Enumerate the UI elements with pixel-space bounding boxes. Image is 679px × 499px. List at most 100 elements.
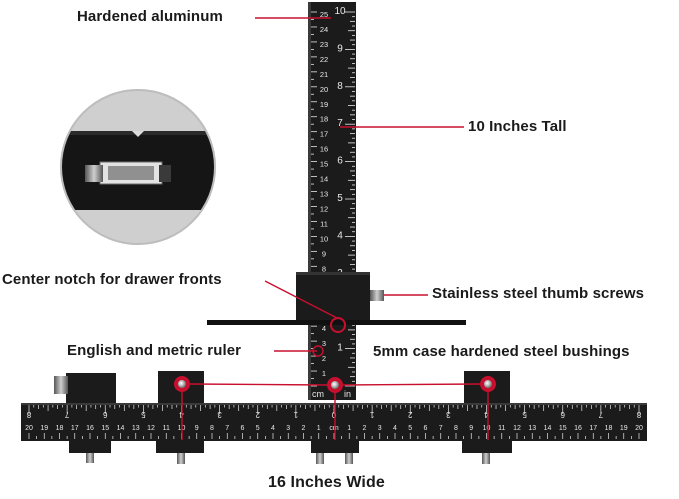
horizontal-inch-label: 6 (102, 410, 107, 419)
vertical-metric-label: 4 (322, 324, 326, 333)
horizontal-inch-label: 4 (484, 410, 489, 419)
vertical-metric-label: 16 (320, 145, 328, 154)
horizontal-metric-label: 11 (498, 425, 505, 432)
callout-ten-inches-tall: 10 Inches Tall (468, 118, 567, 135)
thumb-screw-icon[interactable] (316, 453, 324, 464)
horizontal-metric-label: 16 (574, 425, 582, 432)
vertical-metric-label: 11 (320, 219, 328, 228)
vertical-metric-label: 13 (320, 190, 328, 199)
callout-hardened-aluminum: Hardened aluminum (77, 8, 223, 25)
horizontal-inch-label: 2 (407, 410, 412, 419)
horizontal-metric-label: 12 (147, 425, 155, 432)
callout-english-metric-ruler: English and metric ruler (67, 342, 242, 359)
horizontal-inch-label: 1 (293, 410, 298, 419)
horizontal-metric-label: 18 (605, 425, 613, 432)
vertical-metric-label: 23 (320, 40, 328, 49)
horizontal-metric-label: cm (329, 425, 339, 432)
vertical-inch-label: 9 (337, 43, 343, 54)
horizontal-metric-label: 20 (635, 425, 643, 432)
thumb-screw-icon[interactable] (482, 453, 490, 464)
horizontal-metric-label: 14 (117, 425, 125, 432)
horizontal-metric-label: 2 (302, 425, 306, 432)
steel-bushing-icon (327, 377, 343, 393)
horizontal-metric-label: 19 (40, 425, 48, 432)
vertical-inch-label: 5 (337, 193, 343, 204)
horizontal-metric-label: 17 (71, 425, 79, 432)
thumb-screw-icon[interactable] (86, 453, 94, 463)
horizontal-metric-label: 15 (559, 425, 567, 432)
callout-steel-bushings: 5mm case hardened steel bushings (373, 343, 630, 360)
callout-lines (181, 17, 489, 440)
horizontal-metric-label: 7 (225, 425, 229, 432)
vertical-metric-label: 2 (322, 354, 326, 363)
vertical-metric-label: 24 (320, 25, 328, 34)
horizontal-inch-label: 0 (331, 410, 336, 419)
horizontal-inch-label: 6 (560, 410, 565, 419)
horizontal-metric-label: 19 (620, 425, 628, 432)
center-notch-marker (330, 317, 346, 333)
vertical-unit-in: in (344, 389, 351, 399)
vertical-metric-label: 22 (320, 55, 328, 64)
horizontal-metric-label: 12 (513, 425, 521, 432)
vertical-metric-label: 25 (320, 10, 328, 19)
horizontal-metric-label: 8 (210, 425, 214, 432)
center-slide-block (207, 272, 466, 333)
vertical-metric-label: 18 (320, 115, 328, 124)
vertical-metric-label: 12 (320, 204, 328, 213)
vertical-metric-label: 1 (322, 369, 326, 378)
horizontal-inch-label: 7 (64, 410, 69, 419)
horizontal-inch-label: 8 (636, 410, 641, 419)
vertical-metric-label: 9 (322, 249, 326, 258)
callout-sixteen-inches-wide: 16 Inches Wide (268, 474, 385, 491)
horizontal-metric-label: 3 (286, 425, 290, 432)
horizontal-inch-label: 1 (369, 410, 374, 419)
horizontal-metric-label: 17 (589, 425, 597, 432)
vertical-metric-label: 8 (322, 264, 326, 273)
vertical-inch-label: 6 (337, 156, 343, 167)
vertical-metric-label: 20 (320, 85, 328, 94)
vertical-ruler: 2524232221201918171615141312111098765432… (308, 2, 356, 400)
horizontal-metric-label: 11 (163, 425, 170, 432)
vertical-metric-label: 3 (322, 339, 326, 348)
horizontal-inch-label: 4 (179, 410, 184, 419)
horizontal-metric-label: 16 (86, 425, 94, 432)
end-stop-left (54, 373, 116, 463)
thumb-screw-icon[interactable] (54, 376, 68, 394)
horizontal-inch-label: 3 (446, 410, 451, 419)
vertical-metric-label: 17 (320, 130, 328, 139)
horizontal-inch-label: 5 (522, 410, 527, 419)
horizontal-inch-label: 2 (255, 410, 260, 419)
horizontal-metric-label: 5 (408, 425, 412, 432)
thumb-screw-icon[interactable] (177, 453, 185, 464)
horizontal-metric-label: 9 (195, 425, 199, 432)
steel-bushing-icon (174, 376, 190, 392)
horizontal-metric-label: 5 (256, 425, 260, 432)
horizontal-inch-label: 7 (598, 410, 603, 419)
horizontal-metric-label: 20 (25, 425, 33, 432)
zoom-inset (60, 89, 216, 245)
horizontal-metric-label: 15 (101, 425, 109, 432)
horizontal-metric-label: 4 (393, 425, 397, 432)
horizontal-metric-label: 9 (469, 425, 473, 432)
bushing-block-left (156, 371, 204, 464)
vertical-inch-label: 7 (337, 118, 343, 129)
vertical-metric-label: 14 (320, 175, 328, 184)
horizontal-inch-label: 8 (26, 410, 31, 419)
horizontal-metric-label: 6 (241, 425, 245, 432)
vertical-inch-label: 1 (337, 343, 343, 354)
horizontal-metric-label: 13 (528, 425, 536, 432)
thumb-screw-icon[interactable] (345, 453, 353, 464)
bushing-block-center (311, 441, 359, 464)
vertical-inch-label: 4 (337, 230, 343, 241)
horizontal-metric-label: 1 (347, 425, 351, 432)
horizontal-metric-label: 18 (56, 425, 64, 432)
horizontal-inch-label: 5 (141, 410, 146, 419)
thumb-screw-icon[interactable] (370, 290, 384, 301)
horizontal-inch-label: 3 (217, 410, 222, 419)
vertical-metric-label: 19 (320, 100, 328, 109)
steel-bushing-icon (480, 376, 496, 392)
vertical-metric-label: 21 (320, 70, 328, 79)
